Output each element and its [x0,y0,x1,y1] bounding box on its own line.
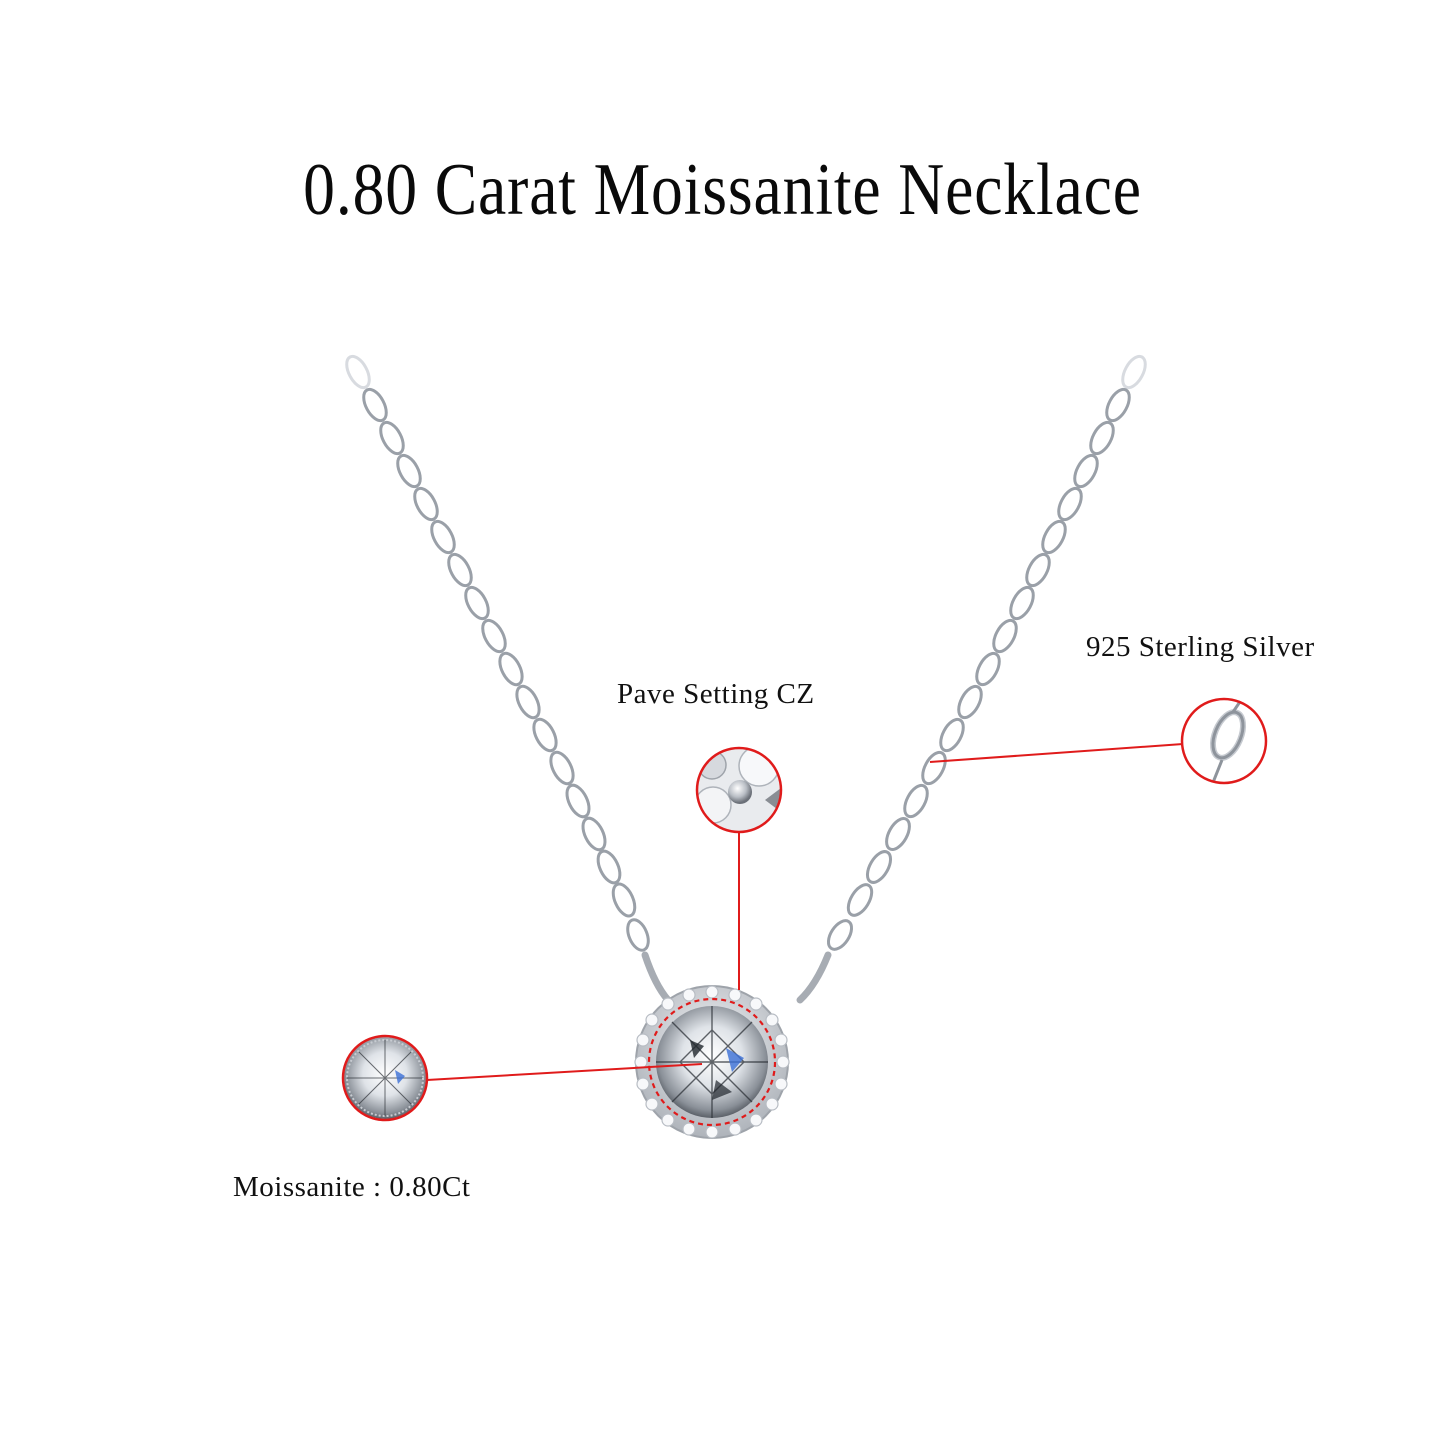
moissanite-carat-label: Moissanite : 0.80Ct [233,1171,471,1203]
silver-detail-circle [1180,697,1268,785]
dashed-callout-ring [647,997,777,1127]
sterling-silver-label: 925 Sterling Silver [1086,631,1315,663]
moissanite-callout-line [426,1063,703,1081]
pendant [634,985,790,1139]
moissanite-detail-circle [341,1034,429,1122]
pave-detail-circle [695,746,783,834]
left-bail-arm [641,951,672,1004]
left-chain [345,354,650,952]
product-title: 0.80 Carat Moissanite Necklace [303,149,1142,231]
pave-setting-label: Pave Setting CZ [617,678,815,710]
right-chain [826,354,1147,951]
silver-callout-line [929,743,1184,763]
halo-stones [634,985,790,1139]
right-bail-arm [796,951,832,1004]
